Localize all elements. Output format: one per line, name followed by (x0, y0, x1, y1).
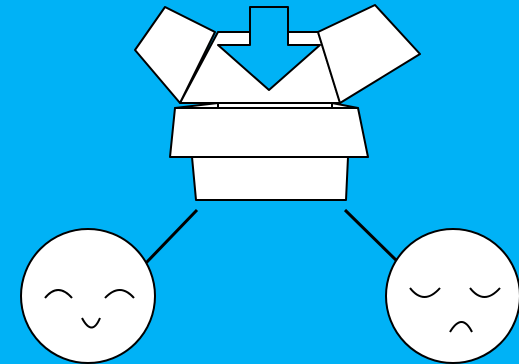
box-front-panel (170, 108, 368, 157)
happy-face-circle (21, 229, 155, 363)
sad-face-icon (386, 229, 519, 363)
happy-face-icon (21, 229, 155, 363)
box-body (192, 157, 348, 200)
sad-face-circle (386, 229, 519, 363)
